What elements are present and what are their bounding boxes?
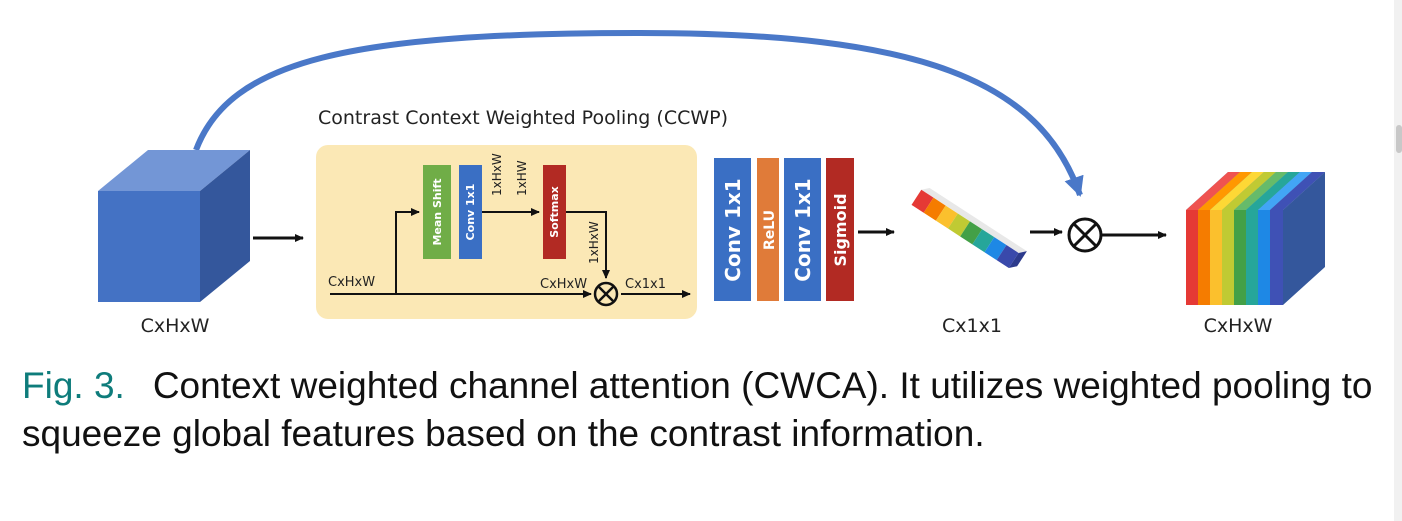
dim-cxhxw-input: CxHxW — [328, 275, 375, 290]
conv-block-1-label: Conv 1x1 — [721, 178, 745, 281]
dim-cx1x1-output: Cx1x1 — [625, 277, 666, 292]
dim-1xhxw-softmax: 1xHxW — [587, 221, 601, 264]
softmax-block — [543, 165, 566, 259]
dim-cxhxw-multiply: CxHxW — [540, 277, 587, 292]
vector-dim-label: Cx1x1 — [942, 315, 1002, 337]
figure-caption: Fig. 3.Context weighted channel attentio… — [22, 362, 1394, 458]
output-dim-label: CxHxW — [1204, 315, 1273, 337]
ccwp-panel — [316, 145, 697, 319]
figure-number: Fig. 3. — [22, 365, 125, 406]
cwca-diagram: CxHxW Contrast Context Weighted Pooling … — [98, 29, 1325, 337]
sigmoid-block — [826, 158, 854, 301]
skip-connection-arc — [193, 29, 1084, 197]
ccwp-conv-label: Conv 1x1 — [464, 184, 477, 241]
softmax-label: Softmax — [548, 186, 561, 238]
conv-block-2-label: Conv 1x1 — [791, 178, 815, 281]
caption-text: Context weighted channel attention (CWCA… — [22, 365, 1373, 454]
input-feature-cube — [98, 150, 250, 302]
mean-shift-block — [423, 165, 451, 259]
final-multiply-icon — [1067, 217, 1103, 253]
mean-shift-label: Mean Shift — [431, 178, 444, 245]
dim-1xhw: 1xHW — [515, 160, 529, 196]
scrollbar-thumb[interactable] — [1396, 125, 1402, 153]
channel-weight-vector — [911, 188, 1027, 269]
conv-block-1 — [714, 158, 751, 301]
sigmoid-block-label: Sigmoid — [831, 193, 850, 266]
ccwp-title: Contrast Context Weighted Pooling (CCWP) — [318, 107, 728, 129]
ccwp-multiply-icon — [593, 281, 619, 307]
dim-1xhxw-top: 1xHxW — [490, 153, 504, 196]
branch-to-mean-shift — [395, 208, 420, 294]
softmax-to-multiply — [566, 211, 610, 279]
conv-block-2 — [784, 158, 821, 301]
input-dim-label: CxHxW — [141, 315, 210, 337]
output-feature-cube — [1186, 172, 1325, 305]
ccwp-conv-block — [459, 165, 482, 259]
scrollbar-track[interactable] — [1394, 0, 1402, 521]
relu-block — [757, 158, 779, 301]
relu-block-label: ReLU — [762, 210, 778, 250]
